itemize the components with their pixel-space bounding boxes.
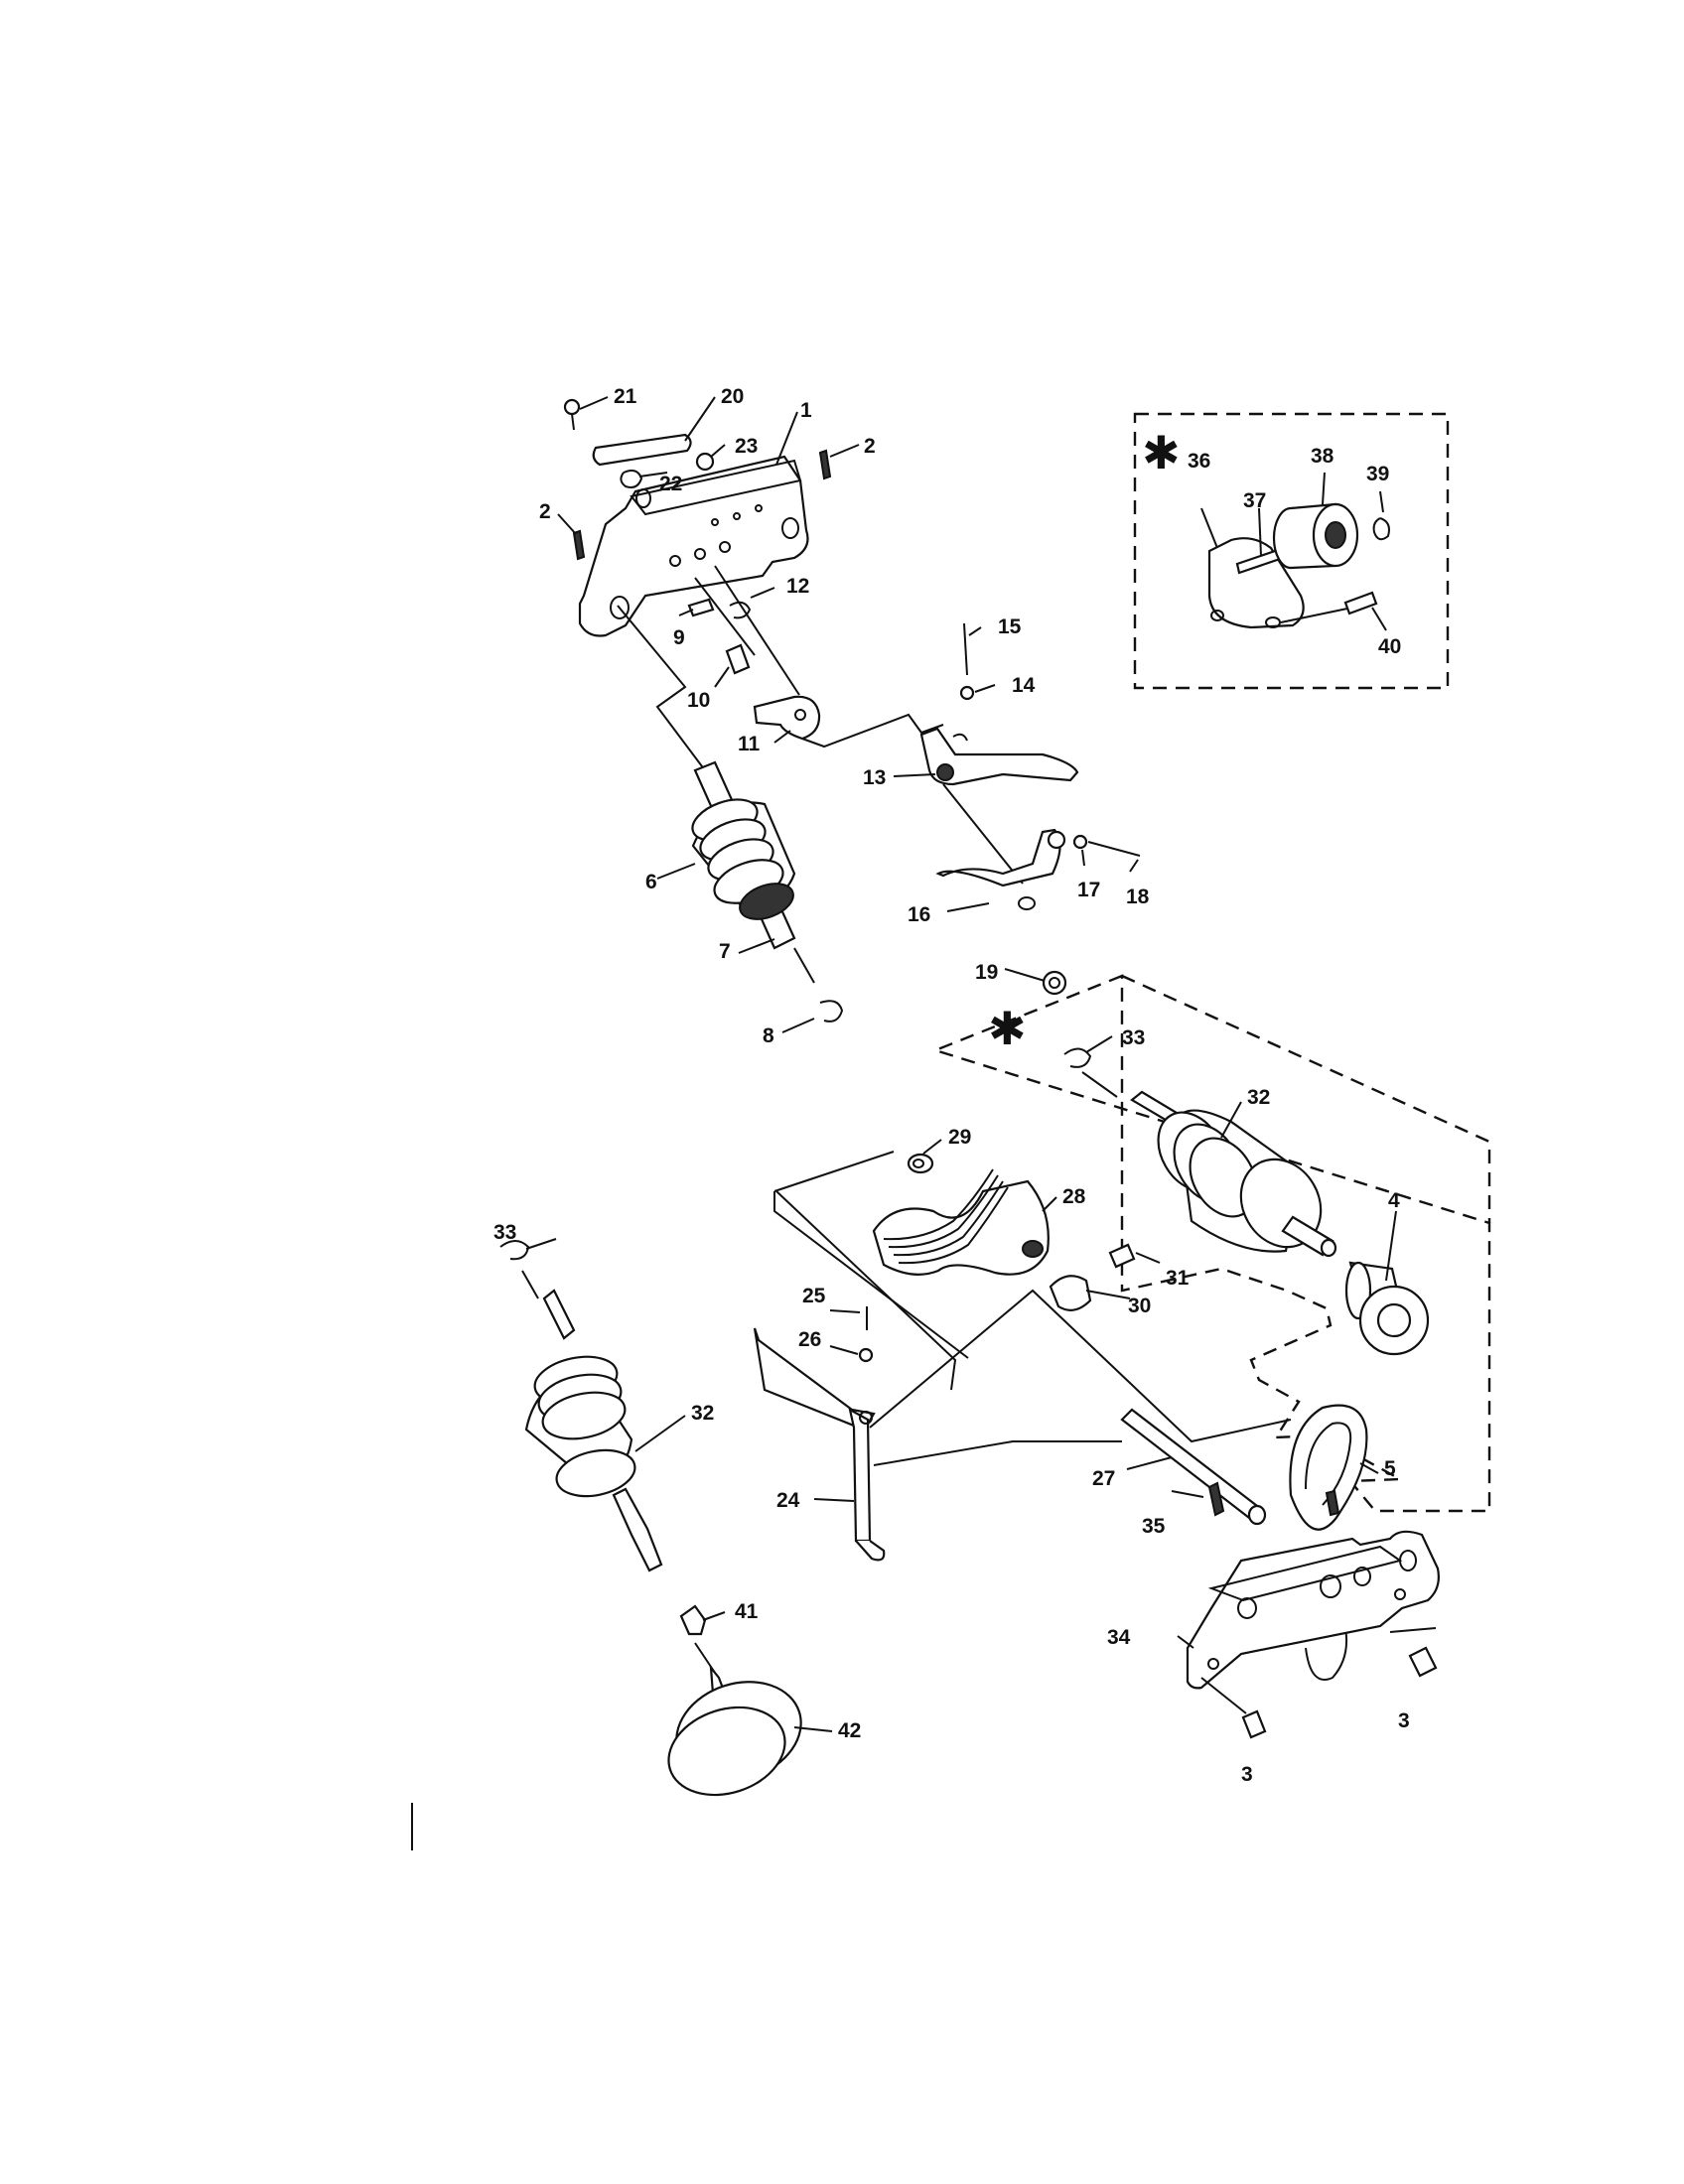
bracket-36 [1207, 537, 1305, 629]
label-part-1: 1 [800, 399, 812, 422]
knob-42 [667, 1664, 802, 1797]
lever-11 [753, 695, 821, 741]
label-part-29: 29 [948, 1126, 971, 1149]
label-part-32-right: 32 [1247, 1086, 1270, 1109]
label-part-39: 39 [1366, 463, 1389, 485]
screw-18 [1087, 841, 1141, 857]
label-part-33-right: 33 [1122, 1026, 1145, 1049]
inset-asterisk: ✱ [1142, 426, 1181, 479]
part-labels: 21 20 1 2 23 22 2 12 9 10 11 15 14 13 17… [493, 385, 1410, 1786]
clip-8 [819, 1000, 844, 1023]
label-part-32-left: 32 [691, 1402, 714, 1425]
washer-26 [858, 1347, 874, 1363]
label-part-33-left: 33 [493, 1221, 516, 1244]
label-part-17: 17 [1077, 879, 1100, 901]
label-part-18: 18 [1126, 886, 1150, 908]
label-part-2-right: 2 [864, 435, 876, 458]
label-part-40: 40 [1378, 635, 1401, 658]
label-part-3-right: 3 [1398, 1709, 1410, 1732]
chain-5 [1289, 1404, 1368, 1681]
nut-23 [695, 452, 715, 472]
label-part-7: 7 [719, 940, 731, 963]
label-part-6: 6 [645, 871, 657, 893]
bar-20 [592, 433, 692, 467]
label-part-34: 34 [1107, 1626, 1131, 1649]
leader-lines [525, 396, 1397, 1732]
washer-17 [1072, 834, 1088, 850]
label-part-25: 25 [802, 1285, 826, 1307]
bushing-10 [725, 643, 751, 675]
label-part-14: 14 [1012, 674, 1036, 697]
washer-14 [959, 685, 975, 701]
label-part-27: 27 [1092, 1467, 1115, 1490]
clip-39 [1372, 517, 1390, 541]
ring-19 [1042, 970, 1067, 996]
label-part-42: 42 [838, 1719, 861, 1742]
spool-32-right [1130, 1090, 1337, 1258]
inset-box-detail: ✱ [1133, 412, 1450, 690]
bracket-34 [1186, 1530, 1440, 1690]
label-part-19: 19 [975, 961, 998, 984]
label-part-20: 20 [721, 385, 744, 408]
inset-dashed-border [1133, 412, 1450, 690]
label-part-31: 31 [1166, 1267, 1190, 1290]
label-part-4: 4 [1388, 1189, 1400, 1212]
label-part-3-bottom: 3 [1241, 1763, 1253, 1786]
clip-33-right [1063, 1047, 1092, 1068]
label-part-2-left: 2 [539, 500, 551, 523]
ring-12 [729, 601, 752, 619]
label-part-28: 28 [1062, 1185, 1086, 1208]
label-part-15: 15 [998, 615, 1022, 638]
label-part-22: 22 [659, 473, 682, 495]
label-part-16: 16 [908, 903, 930, 926]
screw-3-bottom [1241, 1709, 1267, 1739]
screw-3-right [1408, 1646, 1438, 1678]
label-part-23: 23 [735, 435, 758, 458]
screw-2-right [818, 449, 832, 480]
pin-9 [687, 598, 715, 617]
screw-31 [1108, 1243, 1136, 1269]
label-part-41: 41 [735, 1600, 759, 1623]
screw-21 [563, 398, 581, 416]
label-part-10: 10 [687, 689, 710, 712]
fork-16 [935, 828, 1061, 887]
label-part-26: 26 [798, 1328, 821, 1351]
label-part-8: 8 [763, 1024, 774, 1047]
label-part-11: 11 [738, 733, 761, 755]
label-part-13: 13 [863, 766, 886, 789]
lever-13 [919, 727, 1079, 786]
gear-assembly-6 [691, 760, 815, 984]
label-part-37: 37 [1243, 489, 1266, 512]
label-part-38: 38 [1311, 445, 1334, 468]
label-part-12: 12 [786, 575, 809, 598]
label-part-24: 24 [776, 1489, 800, 1512]
spool-32-left [524, 1289, 663, 1572]
ring-22 [620, 470, 643, 488]
screw-2-left [572, 529, 586, 561]
fork-assembly [919, 622, 1141, 996]
clip-33-left [499, 1240, 530, 1261]
label-part-21: 21 [614, 385, 637, 408]
fork-28 [872, 1168, 1050, 1276]
screw-35 [1207, 1481, 1225, 1517]
label-part-36: 36 [1188, 450, 1210, 473]
screw-41 [679, 1604, 707, 1636]
pin-15 [963, 622, 968, 676]
bushing-30 [1049, 1275, 1092, 1311]
lever-24 [753, 1327, 886, 1562]
lower-assembly: ✱ [499, 974, 1491, 1797]
label-part-30: 30 [1128, 1295, 1151, 1317]
washer-29 [907, 1153, 934, 1174]
sprocket-4 [1344, 1261, 1430, 1356]
label-part-9: 9 [673, 626, 685, 649]
lower-asterisk: ✱ [988, 1002, 1027, 1055]
upper-assembly [563, 398, 1141, 1023]
label-part-5: 5 [1384, 1457, 1396, 1480]
label-part-35: 35 [1142, 1515, 1166, 1538]
screw-40 [1343, 591, 1378, 615]
